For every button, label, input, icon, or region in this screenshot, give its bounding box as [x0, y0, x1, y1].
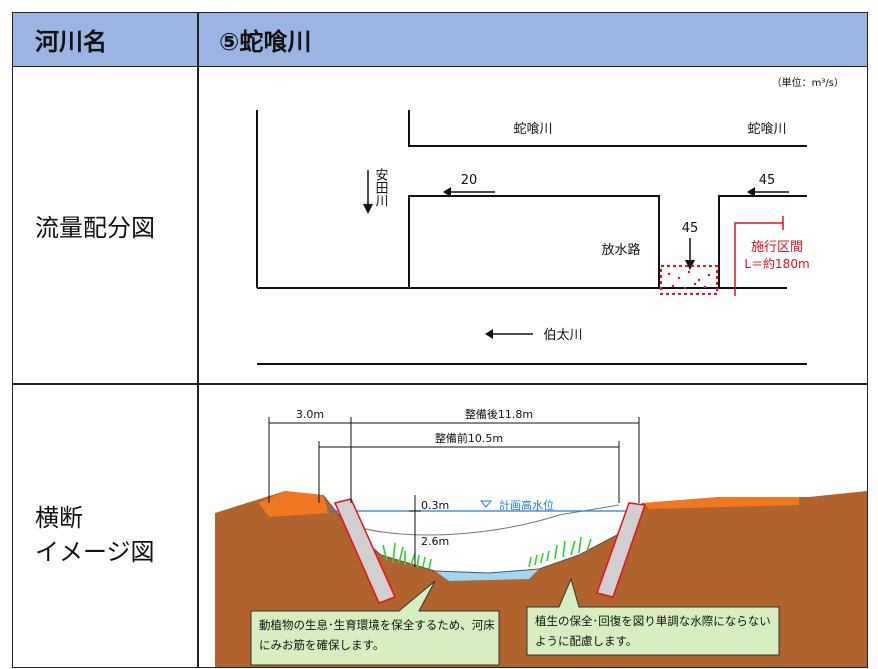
- right-embankment: [643, 497, 799, 509]
- river-name-label: 河川名: [35, 28, 107, 56]
- river-top-left-label: 蛇喰川: [513, 121, 552, 137]
- slope-width-label: 3.0m: [296, 408, 324, 421]
- left-sheet-pile: [333, 498, 397, 604]
- right-sheet-pile: [596, 502, 647, 598]
- depth-label: 2.6m: [421, 535, 449, 548]
- flow-channel-value: 45: [682, 221, 699, 236]
- right-block: [718, 195, 807, 288]
- hakuta-river-label: 伯太川: [543, 328, 582, 343]
- callout-right-box: [526, 577, 780, 656]
- section-label-line1: 横断: [35, 504, 83, 532]
- flow-left-arrow: [443, 187, 495, 197]
- callout-right-text: 植生の保全･回復を図り単調な水際にならないように配慮します。: [535, 614, 771, 648]
- column-divider: [197, 13, 199, 667]
- upper-bank-line: [408, 110, 807, 147]
- channel-label: 放水路: [601, 242, 640, 258]
- yasuda-flow-arrow: [363, 170, 373, 214]
- work-label-line1: 施行区間: [751, 240, 803, 255]
- table-header: 河川名 ⑤蛇喰川: [13, 13, 867, 67]
- water-level-symbol: [479, 500, 493, 508]
- flow-left-value: 20: [461, 173, 478, 188]
- work-section-box: [660, 265, 718, 295]
- flow-right-arrow: [747, 187, 789, 197]
- left-vegetation: [382, 542, 432, 570]
- flow-right-value: 45: [759, 173, 776, 188]
- callout-left-text: 動植物の生息･生育環境を保全するため、河床にみお筋を確保します。: [259, 618, 495, 652]
- right-vegetation: [528, 536, 592, 568]
- island-block: [408, 195, 660, 288]
- callout-right-text-wrap: 植生の保全･回復を図り単調な水際にならないように配慮します。: [535, 614, 771, 648]
- river-top-right-label: 蛇喰川: [747, 121, 786, 137]
- river-name-value: ⑤蛇喰川: [219, 28, 312, 56]
- flow-diagram-label: 流量配分図: [35, 214, 155, 242]
- dimension-lines: [268, 417, 640, 567]
- callout-left-box: [250, 580, 500, 666]
- flow-channel-arrow: [685, 238, 695, 270]
- flow-distribution-diagram: （単位：m³/s） 蛇喰川 蛇喰川 安田川 20 45: [256, 76, 844, 365]
- channel-outlines: [256, 110, 807, 365]
- yasuda-river-label: 安田川: [373, 168, 389, 207]
- row-divider: [13, 383, 867, 385]
- work-label-line2: L＝約180m: [744, 256, 809, 271]
- work-leader: [734, 216, 784, 296]
- width-before-label: 整備前10.5m: [435, 431, 503, 445]
- freeboard-label: 0.3m: [421, 499, 449, 512]
- unit-label: （単位：m³/s）: [772, 76, 844, 89]
- work-section-hatch: [667, 270, 711, 290]
- width-after-label: 整備後11.8m: [465, 407, 533, 421]
- hakuta-flow-arrow: [485, 329, 533, 339]
- left-embankment: [259, 491, 329, 517]
- section-label-line2: イメージ図: [35, 538, 155, 566]
- cross-section-diagram: 計画高水位: [215, 407, 867, 667]
- callout-left-text-wrap: 動植物の生息･生育環境を保全するため、河床にみお筋を確保します。: [259, 618, 495, 652]
- river-info-table: 河川名 ⑤蛇喰川 流量配分図 横断 イメージ図 （単位：m³/s） 蛇喰川 蛇喰…: [12, 12, 868, 668]
- former-bed-line: [338, 504, 620, 536]
- high-water-label: 計画高水位: [499, 498, 554, 512]
